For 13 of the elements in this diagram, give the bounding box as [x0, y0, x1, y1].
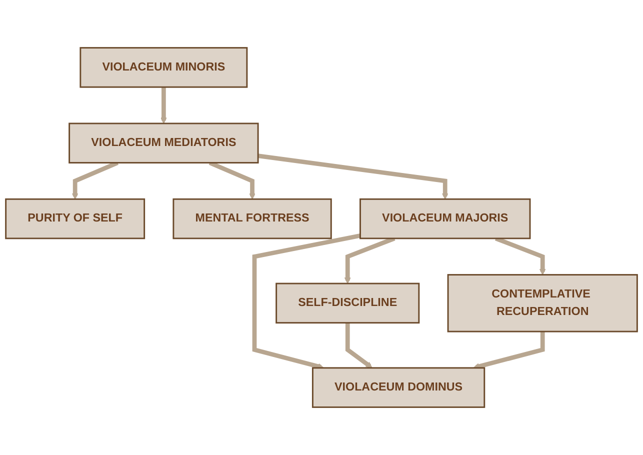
node-box: VIOLACEUM MAJORIS	[360, 198, 531, 240]
node-box: CONTEMPLATIVE RECUPERATION	[447, 274, 638, 332]
node-box: SELF-DISCIPLINE	[276, 282, 420, 324]
arrow	[345, 322, 372, 368]
node-box: VIOLACEUM MINORIS	[80, 47, 248, 88]
node-box: VIOLACEUM MEDIATORIS	[68, 122, 259, 164]
arrow	[258, 154, 448, 200]
arrow	[252, 233, 361, 370]
arrow	[160, 87, 167, 124]
arrow	[473, 332, 545, 370]
node-box: PURITY OF SELF	[5, 198, 146, 240]
node-box: VIOLACEUM DOMINUS	[312, 367, 486, 408]
node-box: MENTAL FORTRESS	[172, 198, 332, 240]
